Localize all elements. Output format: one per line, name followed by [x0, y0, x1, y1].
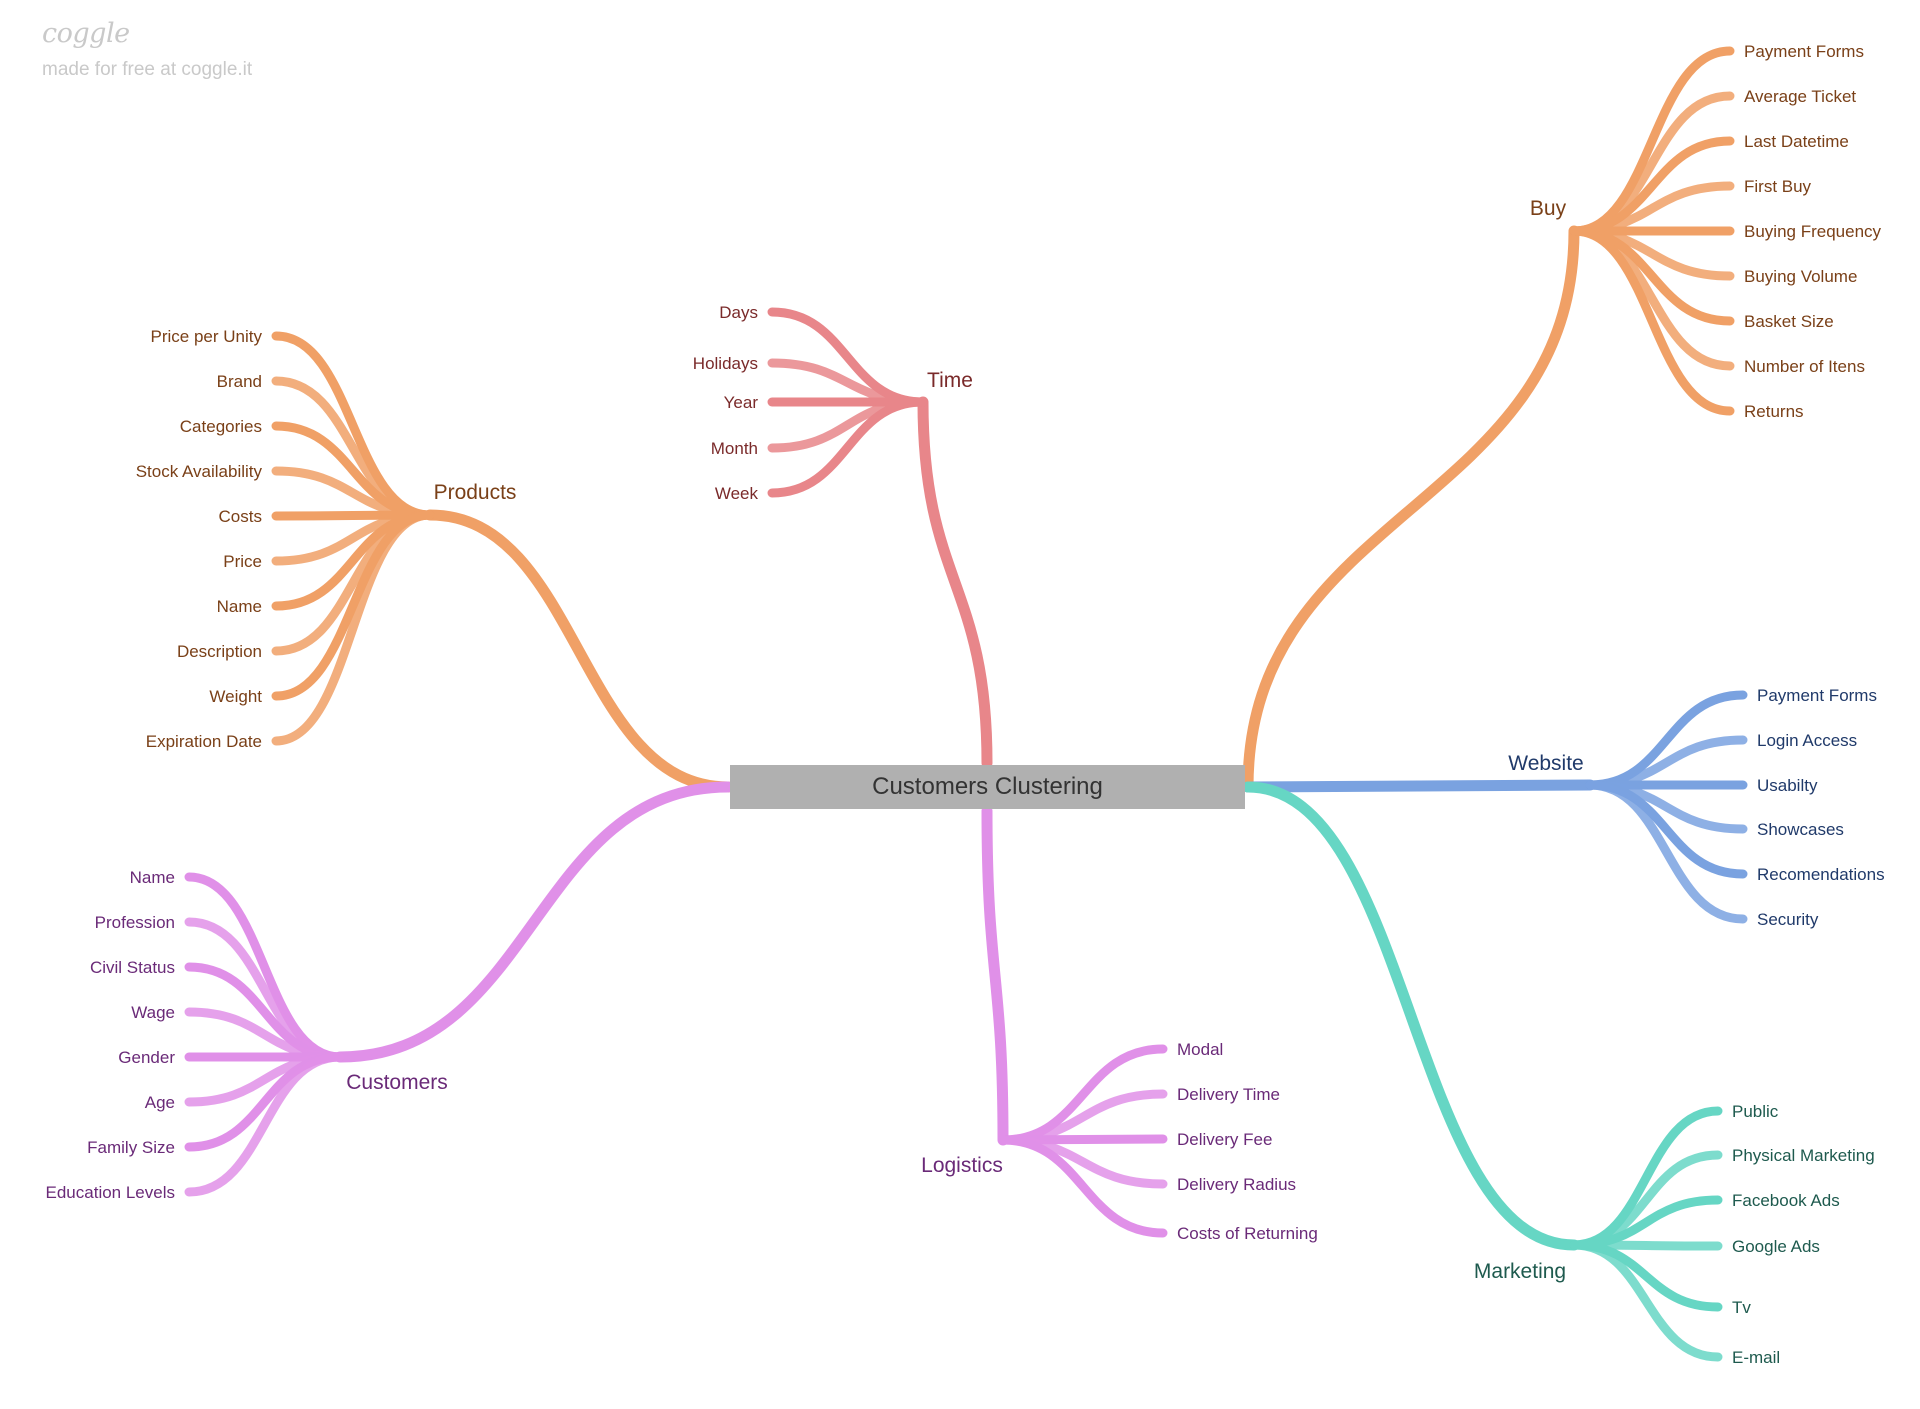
leaf-label[interactable]: Security — [1757, 910, 1819, 929]
branch-label-customers[interactable]: Customers — [346, 1071, 448, 1094]
coggle-branding: coggle made for free at coggle.it — [42, 18, 252, 81]
branch-connector-time — [917, 396, 993, 769]
leaf-label[interactable]: Description — [177, 642, 262, 661]
leaf-label[interactable]: Price per Unity — [151, 327, 263, 346]
leaf-label[interactable]: Categories — [180, 417, 262, 436]
leaf-connector — [767, 397, 928, 498]
leaf-label[interactable]: Public — [1732, 1102, 1779, 1121]
leaf-label[interactable]: Delivery Time — [1177, 1085, 1280, 1104]
leaf-label[interactable]: Showcases — [1757, 820, 1844, 839]
leaf-label[interactable]: E-mail — [1732, 1348, 1780, 1367]
branch-connector-buy — [1242, 225, 1580, 793]
branch-connector-marketing — [1242, 781, 1580, 1251]
leaf-label[interactable]: Payment Forms — [1757, 686, 1877, 705]
leaf-label[interactable]: Last Datetime — [1744, 132, 1849, 151]
leaf-label[interactable]: Tv — [1732, 1298, 1751, 1317]
branch-label-time[interactable]: Time — [927, 369, 973, 392]
leaf-connector — [998, 1135, 1168, 1238]
leaf-connector — [1569, 1240, 1723, 1362]
leaf-label[interactable]: Gender — [118, 1048, 175, 1067]
leaf-label[interactable]: Profession — [95, 913, 175, 932]
leaf-label[interactable]: Holidays — [693, 354, 758, 373]
leaf-label[interactable]: Year — [724, 393, 759, 412]
coggle-tagline: made for free at coggle.it — [42, 59, 253, 80]
leaf-label[interactable]: Buying Volume — [1744, 267, 1857, 286]
leaf-label[interactable]: Usabilty — [1757, 776, 1818, 795]
leaf-label[interactable]: First Buy — [1744, 177, 1812, 196]
leaf-connector — [1569, 226, 1735, 416]
leaf-label[interactable]: Number of Itens — [1744, 357, 1865, 376]
leaf-label[interactable]: Costs of Returning — [1177, 1224, 1318, 1243]
leaf-label[interactable]: Modal — [1177, 1040, 1223, 1059]
central-node-label: Customers Clustering — [872, 773, 1103, 800]
leaf-label[interactable]: Returns — [1744, 402, 1804, 421]
leaf-connector — [271, 510, 435, 746]
branch-label-logistics[interactable]: Logistics — [921, 1154, 1003, 1177]
leaf-label[interactable]: Stock Availability — [136, 462, 263, 481]
leaf-label[interactable]: Brand — [217, 372, 262, 391]
leaf-label[interactable]: Basket Size — [1744, 312, 1834, 331]
branch-label-marketing[interactable]: Marketing — [1474, 1260, 1566, 1283]
branch-connector-logistics — [981, 805, 1009, 1146]
leaf-label[interactable]: Price — [223, 552, 262, 571]
leaf-connector — [767, 358, 928, 407]
leaf-label[interactable]: Month — [711, 439, 758, 458]
leaf-label[interactable]: Education Levels — [46, 1183, 175, 1202]
leaf-label[interactable]: Physical Marketing — [1732, 1146, 1875, 1165]
leaf-label[interactable]: Weight — [209, 687, 262, 706]
leaf-label[interactable]: Facebook Ads — [1732, 1191, 1840, 1210]
leaf-label[interactable]: Costs — [219, 507, 262, 526]
leaf-label[interactable]: Days — [719, 303, 758, 322]
central-node[interactable]: Customers Clustering — [730, 765, 1245, 809]
branch-connector-website — [1242, 779, 1596, 793]
leaf-label[interactable]: Average Ticket — [1744, 87, 1856, 106]
leaf-label[interactable]: Name — [217, 597, 262, 616]
coggle-logo: coggle — [42, 18, 130, 49]
leaf-label[interactable]: Week — [715, 484, 759, 503]
leaf-label[interactable]: Expiration Date — [146, 732, 262, 751]
leaf-label[interactable]: Login Access — [1757, 731, 1857, 750]
branch-label-products[interactable]: Products — [434, 481, 517, 504]
branch-label-website[interactable]: Website — [1508, 752, 1583, 775]
leaf-connector — [1585, 780, 1748, 924]
leaf-label[interactable]: Recomendations — [1757, 865, 1885, 884]
branch-label-buy[interactable]: Buy — [1530, 197, 1567, 220]
leaf-label[interactable]: Civil Status — [90, 958, 175, 977]
leaf-connector — [767, 307, 928, 407]
leaf-label[interactable]: Buying Frequency — [1744, 222, 1882, 241]
leaf-label[interactable]: Google Ads — [1732, 1237, 1820, 1256]
leaf-label[interactable]: Delivery Radius — [1177, 1175, 1296, 1194]
leaf-label[interactable]: Age — [145, 1093, 175, 1112]
leaf-label[interactable]: Wage — [131, 1003, 175, 1022]
branch-connector-customers — [334, 781, 734, 1063]
leaf-label[interactable]: Name — [130, 868, 175, 887]
leaf-label[interactable]: Delivery Fee — [1177, 1130, 1272, 1149]
leaf-label[interactable]: Payment Forms — [1744, 42, 1864, 61]
leaf-connector — [184, 1052, 345, 1197]
leaf-label[interactable]: Family Size — [87, 1138, 175, 1157]
branch-connector-products — [424, 509, 734, 793]
